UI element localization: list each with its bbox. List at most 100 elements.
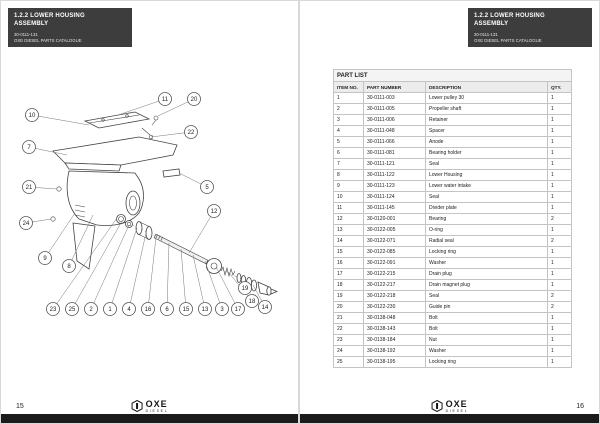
callout-number-24: 24 xyxy=(23,221,30,227)
page-number-right: 16 xyxy=(576,403,584,410)
part-list: PART LIST ITEM NO. PART NUMBER DESCRIPTI… xyxy=(333,69,572,368)
cell-qty: 2 xyxy=(547,290,572,302)
cell-qty: 1 xyxy=(547,202,572,214)
cell-item-no: 15 xyxy=(333,246,364,258)
cell-part-number: 30-0111-124 xyxy=(363,191,426,203)
cell-description: Bolt xyxy=(425,312,548,324)
cell-qty: 1 xyxy=(547,92,572,104)
cell-description: Radial seal xyxy=(425,235,548,247)
skeg-part xyxy=(72,222,96,270)
callout-number-5: 5 xyxy=(205,185,209,191)
cell-item-no: 23 xyxy=(333,334,364,346)
upper-housing-part xyxy=(52,136,178,172)
cell-description: Locking ring xyxy=(425,356,548,368)
footer-bar-right xyxy=(300,414,599,423)
cell-description: Lower water intake xyxy=(425,180,548,192)
oxe-logo: OXE DIESEL xyxy=(131,399,169,413)
cell-description: Anode xyxy=(425,136,548,148)
cell-item-no: 9 xyxy=(333,180,364,192)
cell-part-number: 30-0111-006 xyxy=(363,114,426,126)
cell-part-number: 30-0122-085 xyxy=(363,246,426,258)
catalogue-name: OXE DIESEL PARTS CATALOGUE xyxy=(474,38,542,44)
cell-description: Bolt xyxy=(425,323,548,335)
cell-description: Divider plate xyxy=(425,202,548,214)
callout-circle-19 xyxy=(238,281,252,295)
cell-part-number: 30-0122-005 xyxy=(363,224,426,236)
cell-item-no: 18 xyxy=(333,279,364,291)
callout-number-22: 22 xyxy=(188,130,195,136)
cell-part-number: 30-0138-143 xyxy=(363,323,426,335)
col-qty: QTY. xyxy=(547,81,572,93)
cell-item-no: 17 xyxy=(333,268,364,280)
gearcase-part xyxy=(50,170,144,226)
callout-circle-13 xyxy=(198,302,212,316)
callout-number-15: 15 xyxy=(183,307,190,313)
callout-number-11: 11 xyxy=(162,97,169,103)
callout-circle-4 xyxy=(122,302,136,316)
callout-number-20: 20 xyxy=(191,97,198,103)
cell-part-number: 30-0122-217 xyxy=(363,279,426,291)
cell-part-number: 30-0138-195 xyxy=(363,356,426,368)
callout-number-13: 13 xyxy=(202,307,209,313)
section-doc-number: 30-0111-131 xyxy=(14,31,38,37)
part-list-table: PART LIST ITEM NO. PART NUMBER DESCRIPTI… xyxy=(333,69,572,368)
cell-item-no: 2 xyxy=(333,103,364,115)
callout-circle-20 xyxy=(187,92,201,106)
cell-qty: 2 xyxy=(547,213,572,225)
callout-leader-17 xyxy=(215,266,239,310)
cell-item-no: 6 xyxy=(333,147,364,159)
cell-description: Lower Housing xyxy=(425,169,548,181)
callout-leader-23 xyxy=(52,217,118,310)
cell-item-no: 20 xyxy=(333,301,364,313)
section-badge: 1.2.2 LOWER HOUSING ASSEMBLY 30-0111-131… xyxy=(468,8,592,48)
callout-leader-13 xyxy=(192,254,206,310)
cell-description: Bearing xyxy=(425,213,548,225)
cell-qty: 1 xyxy=(547,180,572,192)
cell-part-number: 30-0122-091 xyxy=(363,257,426,269)
cell-description: Spacer xyxy=(425,125,548,137)
callout-leader-9 xyxy=(44,212,76,259)
anode-part xyxy=(162,168,181,178)
cell-item-no: 1 xyxy=(333,92,364,104)
footer-bar-left xyxy=(1,414,298,423)
callout-leader-12 xyxy=(188,210,215,254)
cell-item-no: 12 xyxy=(333,213,364,225)
cell-qty: 1 xyxy=(547,323,572,335)
callout-circle-11 xyxy=(158,92,172,106)
cell-qty: 1 xyxy=(547,257,572,269)
cell-part-number: 30-0138-184 xyxy=(363,334,426,346)
cell-description: O-ring xyxy=(425,224,548,236)
cell-qty: 1 xyxy=(547,279,572,291)
brand-text: OXE xyxy=(445,398,468,409)
cell-part-number: 30-0122-215 xyxy=(363,268,426,280)
cell-description: Retainer xyxy=(425,114,548,126)
callout-leader-1 xyxy=(109,227,138,310)
callout-leader-6 xyxy=(166,242,170,310)
callout-circle-21 xyxy=(22,180,36,194)
section-title-line1: 1.2.2 LOWER HOUSING xyxy=(474,13,545,19)
cell-item-no: 14 xyxy=(333,235,364,247)
col-description: DESCRIPTION xyxy=(425,81,548,93)
cell-item-no: 7 xyxy=(333,158,364,170)
cell-qty: 1 xyxy=(547,147,572,159)
callout-circle-16 xyxy=(141,302,155,316)
cell-item-no: 21 xyxy=(333,312,364,324)
oxe-logo-icon xyxy=(131,400,143,413)
cell-item-no: 22 xyxy=(333,323,364,335)
cell-qty: 1 xyxy=(547,268,572,280)
cell-description: Seal xyxy=(425,290,548,302)
cell-qty: 1 xyxy=(547,103,572,115)
callout-circle-1 xyxy=(103,302,117,316)
callout-number-6: 6 xyxy=(165,307,169,313)
